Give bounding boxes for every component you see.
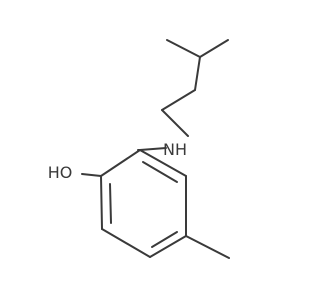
ring-double-bond — [109, 183, 112, 224]
ring-bond — [139, 149, 187, 177]
chain-bond — [161, 109, 189, 137]
ring-double-bond — [151, 231, 178, 248]
methyl-bond — [185, 235, 230, 259]
ring-bond — [100, 149, 141, 177]
hydroxyl-bond — [81, 173, 102, 177]
chain-bond — [166, 39, 201, 58]
ring-double-bond — [142, 161, 178, 183]
ch2-n-bond — [139, 147, 167, 151]
chain-bond — [194, 56, 201, 91]
hydroxyl-label: HO — [48, 163, 73, 182]
benzene-ring — [100, 149, 187, 258]
ring-bond — [101, 228, 151, 258]
amine-label: NH — [163, 140, 187, 159]
ring-bond — [100, 175, 103, 230]
chain-bond — [199, 39, 229, 58]
structure-diagram: HO NH — [48, 39, 230, 259]
chain-bond — [161, 89, 196, 111]
ring-bond — [149, 235, 187, 258]
alkyl-chain — [161, 39, 229, 137]
